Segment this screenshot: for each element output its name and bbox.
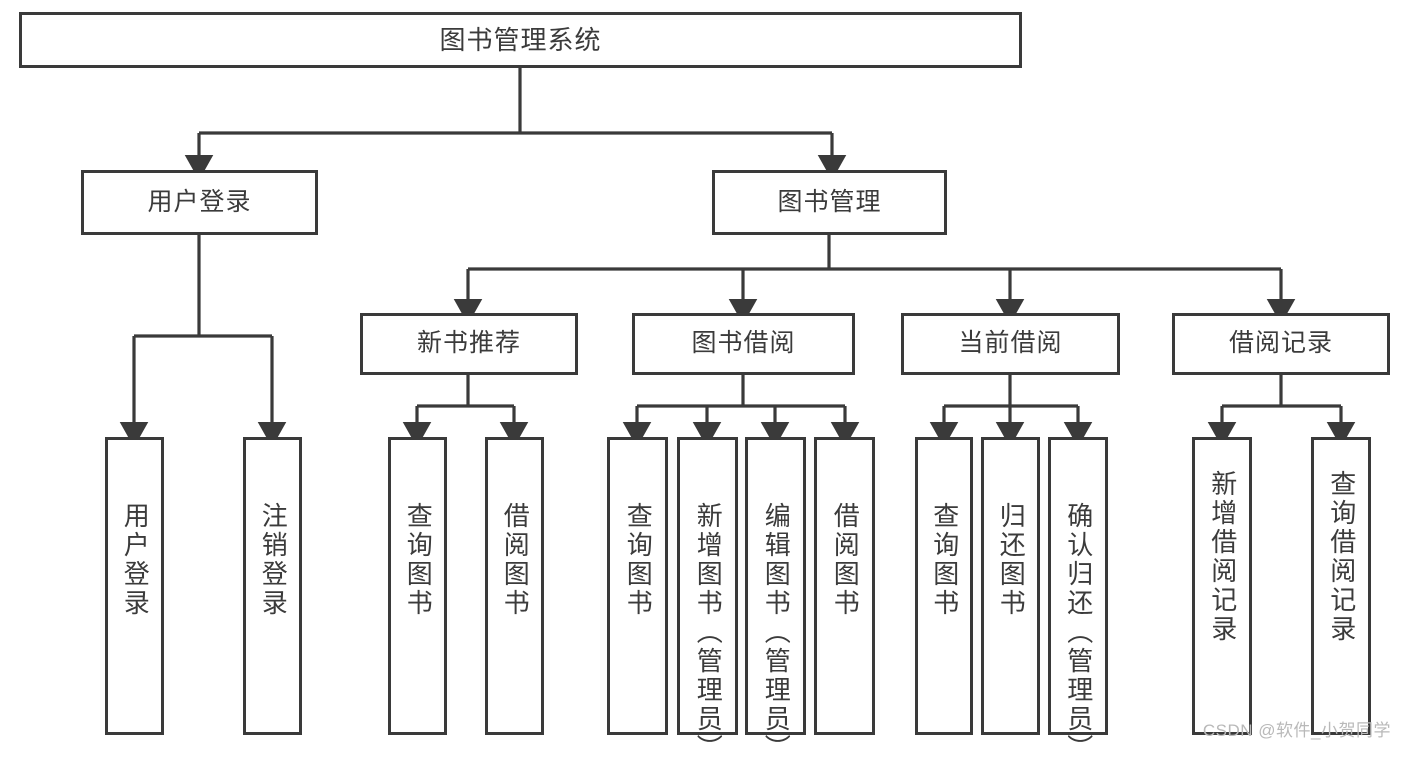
node-label: 新书推荐: [416, 329, 521, 358]
node-label-vertical: 注销登录: [258, 502, 289, 618]
leaf-confirm-return-admin[interactable]: 确认归还（管理员）: [1048, 437, 1108, 763]
leaf-borrow-book-new[interactable]: 借阅图书: [485, 437, 544, 735]
node-label-vertical: 查询借阅记录: [1326, 470, 1357, 644]
node-label: 图书借阅: [691, 329, 796, 358]
leaf-borrow-book[interactable]: 借阅图书: [814, 437, 875, 735]
csdn-watermark: CSDN @软件_小贺同学: [1202, 721, 1391, 740]
leaf-query-book-current[interactable]: 查询图书: [915, 437, 973, 735]
node-current-borrowing[interactable]: 当前借阅: [901, 313, 1120, 375]
flowchart-canvas: 图书管理系统 用户登录 图书管理 新书推荐 图书借阅 当前借阅 借阅记录 用户登…: [19, 12, 1391, 763]
leaf-query-book-new[interactable]: 查询图书: [388, 437, 447, 735]
leaf-query-borrow-record[interactable]: 查询借阅记录: [1311, 437, 1371, 735]
node-label-vertical: 编辑图书（管理员）: [761, 502, 792, 763]
node-label-vertical: 查询图书: [403, 502, 434, 618]
node-book-borrowing[interactable]: 图书借阅: [632, 313, 855, 375]
node-label: 借阅记录: [1228, 329, 1333, 358]
node-new-book-recommendation[interactable]: 新书推荐: [360, 313, 578, 375]
leaf-add-book-admin[interactable]: 新增图书（管理员）: [677, 437, 738, 763]
leaf-query-book-borrow[interactable]: 查询图书: [607, 437, 668, 735]
leaf-edit-book-admin[interactable]: 编辑图书（管理员）: [745, 437, 806, 763]
leaf-logout[interactable]: 注销登录: [243, 437, 302, 735]
node-label: 当前借阅: [958, 329, 1063, 358]
leaf-user-login[interactable]: 用户登录: [105, 437, 164, 735]
leaf-return-book[interactable]: 归还图书: [981, 437, 1040, 735]
node-borrowing-record[interactable]: 借阅记录: [1172, 313, 1390, 375]
node-label: 图书管理系统: [439, 24, 602, 55]
node-label-vertical: 借阅图书: [500, 502, 531, 618]
node-label-vertical: 查询图书: [929, 502, 960, 618]
node-root-book-management-system[interactable]: 图书管理系统: [19, 12, 1022, 68]
node-label-vertical: 新增借阅记录: [1207, 470, 1238, 644]
node-label-vertical: 用户登录: [120, 502, 151, 618]
node-label: 用户登录: [147, 187, 252, 216]
node-label-vertical: 借阅图书: [830, 502, 861, 618]
node-label: 图书管理: [777, 187, 882, 216]
node-user-login[interactable]: 用户登录: [81, 170, 318, 235]
node-label-vertical: 归还图书: [996, 502, 1027, 618]
node-label-vertical: 查询图书: [623, 502, 654, 618]
leaf-add-borrow-record[interactable]: 新增借阅记录: [1192, 437, 1252, 735]
node-book-management[interactable]: 图书管理: [712, 170, 947, 235]
node-label-vertical: 确认归还（管理员）: [1063, 502, 1094, 763]
node-label-vertical: 新增图书（管理员）: [693, 502, 724, 763]
